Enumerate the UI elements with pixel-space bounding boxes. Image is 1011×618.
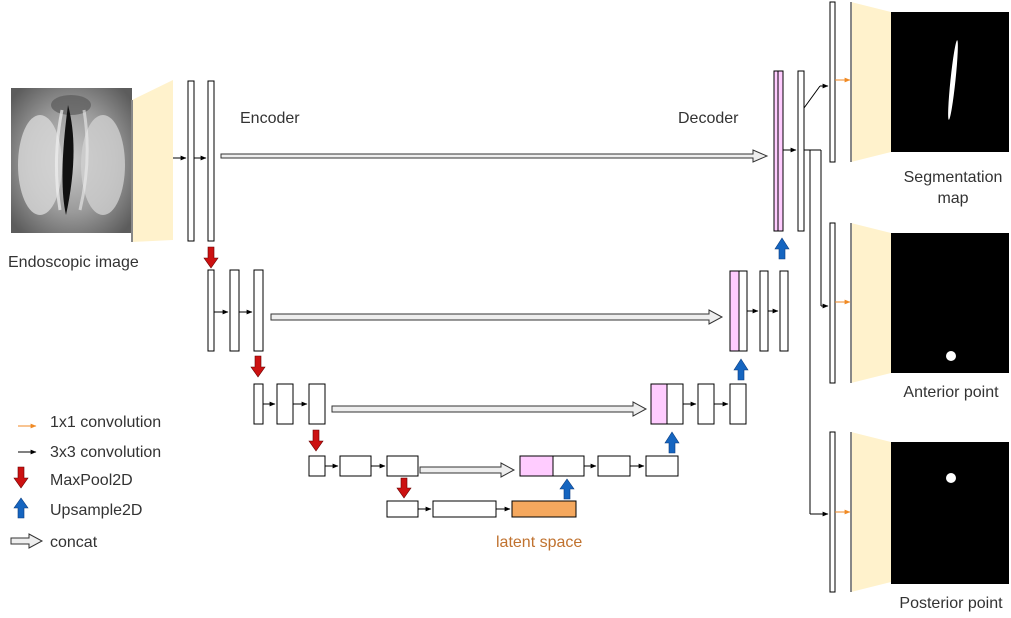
dec4-feature-b <box>597 455 631 477</box>
concat-arrow-icon <box>10 533 44 549</box>
dec2-feature-b <box>759 270 769 352</box>
posterior-point-dot <box>946 473 956 483</box>
upsample-arrow-icon <box>664 431 680 454</box>
seg-head-trapezoid <box>851 2 891 162</box>
enc2-feature-b <box>229 269 240 352</box>
latent-space-label: latent space <box>496 534 582 551</box>
dec4-skip-feature <box>519 455 554 477</box>
dec3-feature-b <box>697 383 715 425</box>
dec4-feature-c <box>645 455 679 477</box>
enc1-feature-a <box>187 80 195 242</box>
enc3-feature-c <box>308 383 326 425</box>
dec2-feature-c <box>779 270 789 352</box>
anterior-point-label: Anterior point <box>903 384 999 401</box>
concat-arrow-level1 <box>220 149 769 163</box>
bottleneck-feature-b <box>432 500 497 518</box>
concat-arrow-level3 <box>331 401 648 417</box>
dec1-feature-b <box>797 70 805 232</box>
endoscopic-image <box>11 88 132 233</box>
posterior-head-feature <box>829 431 836 593</box>
seg-head-feature <box>829 1 836 163</box>
posterior-head-trapezoid <box>851 432 891 592</box>
enc4-feature-b <box>339 455 372 477</box>
posterior-point-image <box>891 442 1009 584</box>
dec1-skip-feature <box>773 70 779 232</box>
enc3-feature-a <box>253 383 264 425</box>
concat-arrow-level4 <box>419 462 516 478</box>
enc1-feature-b <box>207 80 215 242</box>
segmentation-mask-shape <box>948 40 958 120</box>
posterior-point-label: Posterior point <box>899 595 1003 612</box>
enc2-feature-a <box>207 269 215 352</box>
maxpool-arrow-icon <box>308 429 324 452</box>
red-down-arrow-icon <box>13 466 29 489</box>
decoder-label: Decoder <box>678 110 739 127</box>
enc4-feature-c <box>386 455 419 477</box>
anterior-point-image <box>891 233 1009 373</box>
anterior-head-feature <box>829 222 836 384</box>
segmentation-map-image <box>891 12 1009 152</box>
anterior-head-trapezoid <box>851 223 891 383</box>
enc4-feature-a <box>308 455 326 477</box>
blue-up-arrow-icon <box>13 497 29 519</box>
input-conv-head <box>132 80 173 242</box>
legend-label: MaxPool2D <box>50 472 133 489</box>
latent-space-block <box>511 500 577 518</box>
segmentation-label-line1: Segmentation <box>904 169 1003 186</box>
concat-arrow-level2 <box>270 309 724 325</box>
legend: 1x1 convolution 3x3 convolution MaxPool2… <box>10 414 161 551</box>
dec1-upsampled-feature <box>777 70 784 232</box>
legend-label: 3x3 convolution <box>50 444 161 461</box>
dec3-upsampled-feature <box>666 383 684 425</box>
input-caption: Endoscopic image <box>8 254 139 271</box>
enc2-feature-c <box>253 269 264 352</box>
upsample-arrow-icon <box>733 358 749 381</box>
enc3-feature-b <box>276 383 294 425</box>
maxpool-arrow-icon <box>250 355 266 378</box>
upsample-arrow-icon <box>559 478 575 500</box>
upsample-arrow-icon <box>774 237 790 260</box>
dec3-skip-feature <box>650 383 668 425</box>
maxpool-arrow-icon <box>203 246 219 269</box>
maxpool-arrow-icon <box>396 477 412 499</box>
dec4-upsampled-feature <box>552 455 585 477</box>
bottleneck-feature-a <box>386 500 419 518</box>
legend-label: 1x1 convolution <box>50 414 161 431</box>
dec2-skip-feature <box>729 270 740 352</box>
segmentation-label-line2: map <box>937 190 968 207</box>
anterior-point-dot <box>946 351 956 361</box>
legend-label: Upsample2D <box>50 502 142 519</box>
dec2-upsampled-feature <box>738 270 748 352</box>
dec3-feature-c <box>729 383 747 425</box>
head-branch-lines <box>803 83 829 517</box>
legend-label: concat <box>50 534 98 551</box>
encoder-label: Encoder <box>240 110 300 127</box>
